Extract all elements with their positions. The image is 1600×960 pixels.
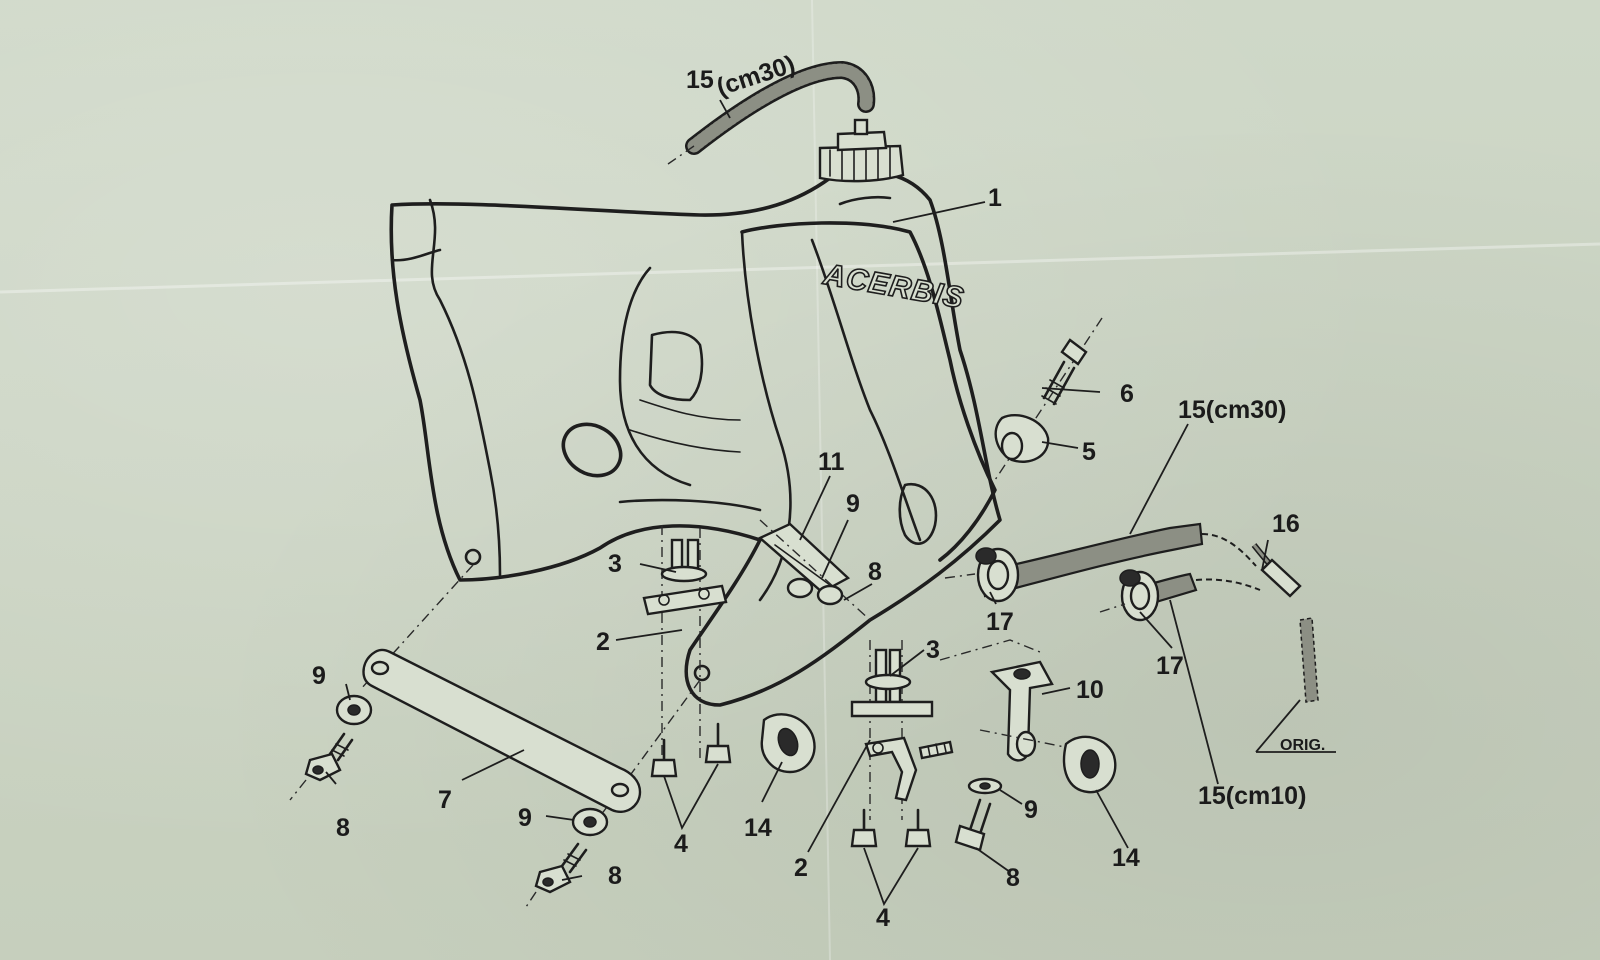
rubber-grommet-right [1062, 735, 1117, 794]
label-screws-right: 4 [876, 904, 890, 932]
top-bolt-assembly [994, 317, 1103, 481]
label-washer-left: 9 [312, 662, 326, 690]
label-washer-bottom-left: 9 [518, 804, 532, 832]
bolt-right [954, 798, 992, 852]
washer-strap-right [571, 807, 609, 837]
label-spacer-left: 3 [608, 550, 622, 578]
label-clip-top: 11 [818, 448, 845, 476]
left-mount-assembly [642, 525, 732, 778]
label-grommet-left: 14 [744, 814, 772, 842]
label-hose-top-number: 15 [686, 66, 714, 94]
nut-strap-right [534, 842, 588, 894]
label-nut-right: 8 [1006, 864, 1020, 892]
screw-left-b [704, 722, 732, 764]
label-screws-left: 4 [674, 830, 688, 858]
screw-left-a [650, 738, 678, 778]
screw-right-b [904, 808, 932, 848]
label-bracket-10: 10 [1076, 676, 1104, 704]
label-nut-mid: 8 [868, 558, 882, 586]
label-hose-right: 15(cm30) [1178, 396, 1286, 424]
label-grommet-right: 14 [1112, 844, 1140, 872]
label-tank: 1 [988, 184, 1002, 212]
label-rubber-top: 5 [1082, 438, 1096, 466]
label-bolt-top: 6 [1120, 380, 1134, 408]
washer-strap-left [335, 694, 373, 726]
label-hose-bottom: 15(cm10) [1198, 782, 1306, 810]
fuel-hose-right [944, 522, 1319, 703]
label-nut-bottom-left: 8 [608, 862, 622, 890]
hose-clamp-right [1119, 569, 1160, 622]
leader-lines [325, 99, 1336, 907]
nut-strap-left [304, 732, 354, 782]
label-washer-mid: 9 [846, 490, 860, 518]
label-tube-right: 16 [1272, 510, 1300, 538]
rubber-grommet-left [760, 713, 816, 774]
label-nut-left: 8 [336, 814, 350, 842]
tank-strap [289, 564, 701, 911]
filler-cap [818, 118, 905, 183]
breather-hose-top [667, 60, 876, 165]
center-clip-assembly [757, 519, 871, 621]
label-bracket-right: 2 [794, 854, 808, 882]
label-strap: 7 [438, 786, 452, 814]
label-orig: ORIG. [1280, 737, 1325, 754]
screw-right-a [850, 808, 878, 848]
bracket-10-assembly [939, 639, 1117, 852]
label-clamp-left: 17 [986, 608, 1014, 636]
hose-clamp-left [975, 547, 1020, 603]
label-bracket-left: 2 [596, 628, 610, 656]
label-clamp-right: 17 [1156, 652, 1184, 680]
label-spacer-right: 3 [926, 636, 940, 664]
fuel-tank [389, 118, 1002, 707]
label-washer-right: 9 [1024, 796, 1038, 824]
part-labels: 15 (cm30) 1 6 5 15(cm30) 11 9 8 16 3 17 … [312, 50, 1325, 932]
right-mount-assembly [850, 640, 954, 848]
